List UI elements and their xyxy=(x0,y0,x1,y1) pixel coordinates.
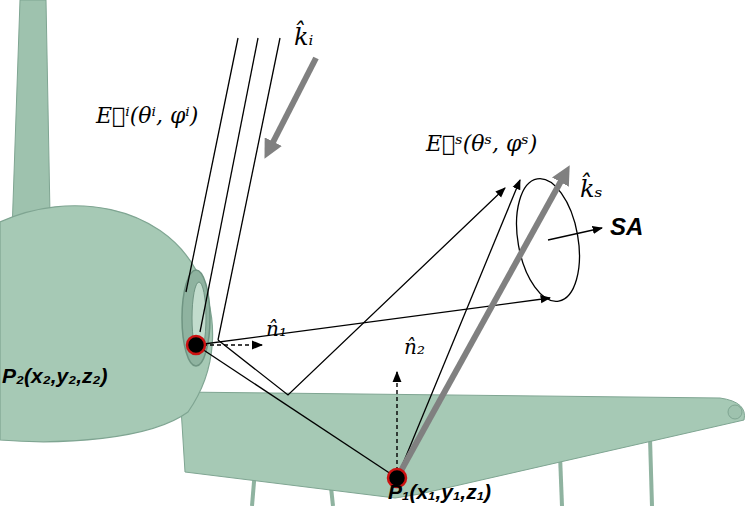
field-label: E⃗ˢ(θˢ, φˢ) xyxy=(426,132,537,156)
ray-lines xyxy=(186,38,550,478)
normal-arrow xyxy=(396,372,397,478)
wingtip xyxy=(728,405,742,419)
fuselage xyxy=(0,206,213,442)
field-label: E⃗ⁱ(θⁱ, φⁱ) xyxy=(96,104,198,128)
vector-label: k̂ₛ xyxy=(580,176,603,202)
point-marker xyxy=(187,336,205,354)
normal-label: n̂₂ xyxy=(404,336,425,358)
scatter-vector xyxy=(397,172,566,478)
aperture-label: SA xyxy=(610,214,643,240)
normal-label: n̂₁ xyxy=(266,318,287,340)
aperture-arrow xyxy=(548,228,602,240)
tail-fin xyxy=(12,0,50,232)
vector-label: k̂ᵢ xyxy=(294,24,313,50)
incident-vector xyxy=(268,58,316,152)
point-label: P₂(x₂,y₂,z₂) xyxy=(2,364,108,387)
point-label: P₁(x₁,y₁,z₁) xyxy=(388,480,491,503)
